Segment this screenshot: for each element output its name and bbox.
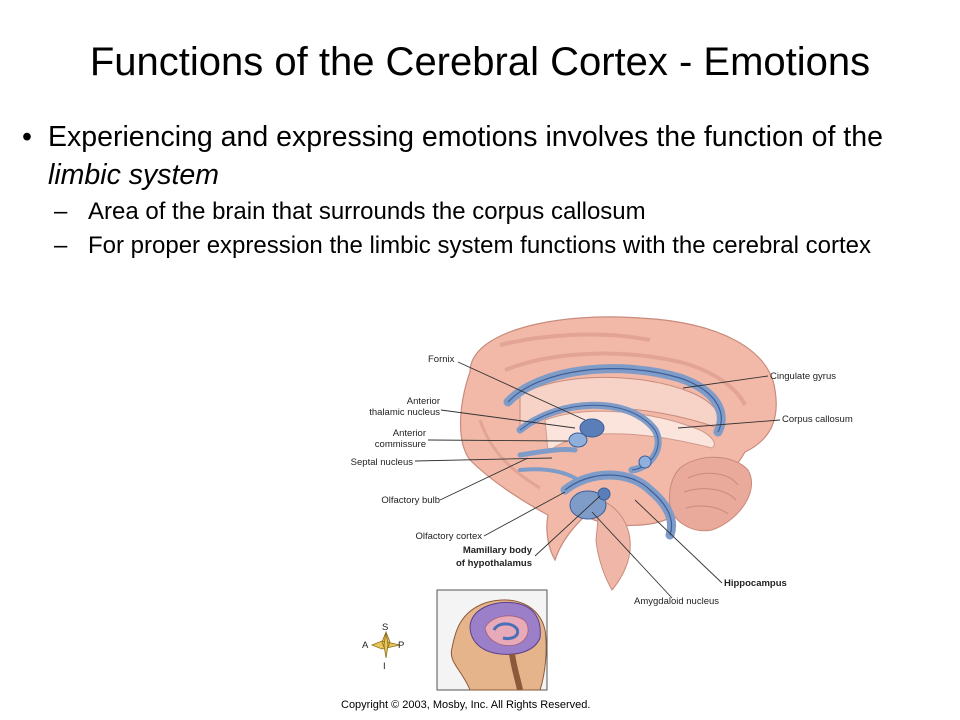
figure-labels: Fornix Anterior thalamic nucleus Anterio… xyxy=(351,354,853,607)
bullet-main: • Experiencing and expressing emotions i… xyxy=(22,118,942,194)
limbic-system xyxy=(503,364,726,540)
bullet-list: • Experiencing and expressing emotions i… xyxy=(22,118,942,262)
sub-bullet-marker: – xyxy=(54,198,68,225)
sub-bullet-text: Area of the brain that surrounds the cor… xyxy=(88,198,646,225)
label-septal-nucleus: Septal nucleus xyxy=(351,457,414,468)
label-corpus-callosum: Corpus callosum xyxy=(782,414,853,425)
slide-title: Functions of the Cerebral Cortex - Emoti… xyxy=(89,40,871,84)
sub-bullet-text: For proper expression the limbic system … xyxy=(88,232,871,259)
label-mamillary-2: of hypothalamus xyxy=(456,558,532,569)
label-olfactory-bulb: Olfactory bulb xyxy=(381,495,440,506)
limbic-system-illustration: Fornix Anterior thalamic nucleus Anterio… xyxy=(351,316,853,691)
label-amygdaloid: Amygdaloid nucleus xyxy=(634,596,719,607)
compass-s: S xyxy=(382,622,388,633)
orientation-compass: S A P I xyxy=(362,622,404,672)
label-anterior-commissure-1: Anterior xyxy=(393,428,426,439)
label-fornix: Fornix xyxy=(428,354,455,365)
head-inset xyxy=(436,589,548,691)
sub-bullet-marker: – xyxy=(54,232,68,259)
bullet-main-italic: limbic system xyxy=(48,159,220,191)
label-anterior-thalamic-1: Anterior xyxy=(407,396,440,407)
bullet-marker: • xyxy=(22,121,32,153)
copyright-notice: Copyright © 2003, Mosby, Inc. All Rights… xyxy=(341,699,591,711)
bullet-main-text: Experiencing and expressing emotions inv… xyxy=(48,121,883,153)
compass-a: A xyxy=(362,640,369,651)
label-mamillary-1: Mamillary body xyxy=(463,545,533,556)
label-cingulate-gyrus: Cingulate gyrus xyxy=(770,371,836,382)
label-anterior-commissure-2: commissure xyxy=(375,439,426,450)
sub-bullet-1: – Area of the brain that surrounds the c… xyxy=(22,196,942,228)
label-leaders xyxy=(414,361,781,599)
label-hippocampus: Hippocampus xyxy=(724,578,787,589)
sub-bullet-2: – For proper expression the limbic syste… xyxy=(22,230,942,262)
label-olfactory-cortex: Olfactory cortex xyxy=(415,531,482,542)
compass-p: P xyxy=(398,640,404,651)
label-anterior-thalamic-2: thalamic nucleus xyxy=(369,407,440,418)
compass-i: I xyxy=(383,661,386,672)
